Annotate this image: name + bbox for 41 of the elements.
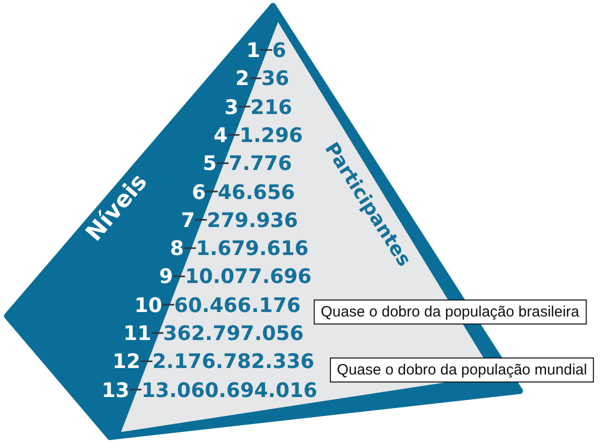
connector-line <box>162 304 174 306</box>
level-number: 10 <box>134 294 162 316</box>
connector-line <box>184 247 196 249</box>
callout-box: Quase o dobro da população mundial <box>330 358 594 382</box>
participant-count: 36 <box>261 67 290 90</box>
connector-line <box>238 106 250 108</box>
connector-line <box>151 332 164 334</box>
participant-count: 1.679.616 <box>196 237 309 260</box>
participant-count: 279.936 <box>206 208 298 231</box>
callout-box: Quase o dobro da população brasileira <box>314 300 586 324</box>
connector-line <box>130 388 142 390</box>
level-number: 3 <box>224 96 238 118</box>
participant-count: 13.060.694.016 <box>141 378 318 401</box>
connector-line <box>260 49 272 51</box>
participant-count: 6 <box>272 39 286 61</box>
connector-line <box>194 219 207 221</box>
participant-count: 60.466.176 <box>174 294 301 316</box>
level-number: 7 <box>180 208 195 231</box>
level-number: 12 <box>112 350 140 372</box>
participant-count: 362.797.056 <box>163 322 304 344</box>
level-number: 13 <box>102 378 130 401</box>
connector-line <box>206 190 218 192</box>
connector-line <box>173 276 185 278</box>
level-number: 5 <box>202 152 217 174</box>
level-number: 9 <box>159 265 174 288</box>
connector-line <box>228 134 240 136</box>
connector-line <box>140 360 152 362</box>
participant-count: 1.296 <box>240 124 303 146</box>
participant-count: 7.776 <box>228 152 292 174</box>
level-number: 8 <box>170 237 184 260</box>
level-number: 11 <box>123 322 152 344</box>
level-number: 6 <box>192 180 206 202</box>
participant-count: 10.077.696 <box>185 265 312 288</box>
level-number: 2 <box>235 67 250 90</box>
participant-count: 46.656 <box>218 180 295 202</box>
connector-line <box>249 78 262 80</box>
connector-line <box>216 162 229 164</box>
participant-count: 216 <box>250 96 292 118</box>
level-number: 1 <box>246 39 260 61</box>
participant-count: 2.176.782.336 <box>152 350 314 372</box>
level-number: 4 <box>214 124 228 146</box>
